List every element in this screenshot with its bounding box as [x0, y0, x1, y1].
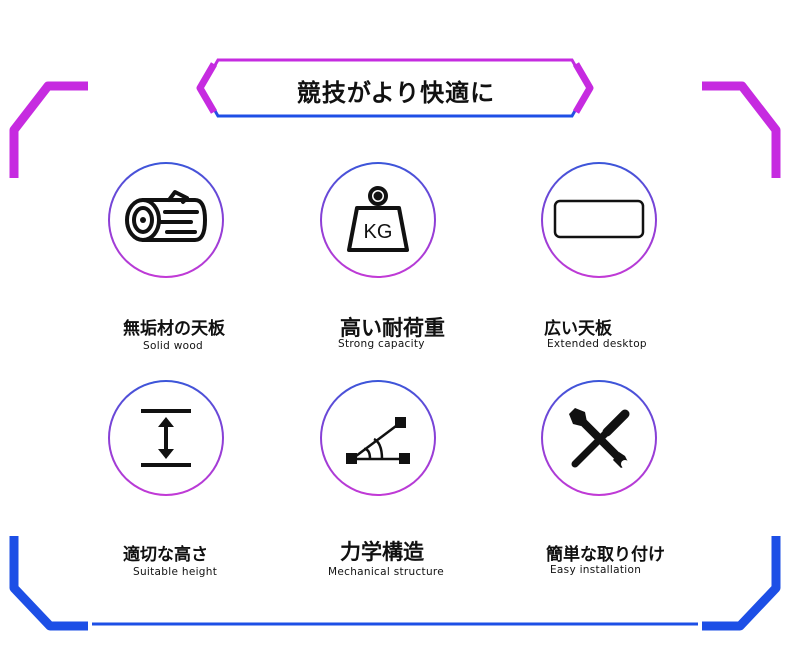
feature-icon-circle: [108, 380, 224, 496]
feature-label-jp: 高い耐荷重: [340, 316, 445, 340]
kg-weight-icon: KG: [347, 186, 409, 252]
feature-label-en: Solid wood: [143, 340, 204, 352]
feature-label-en: Easy installation: [550, 564, 642, 576]
feature-label-jp: 力学構造: [340, 540, 424, 564]
feature-label-jp: 適切な高さ: [123, 545, 208, 565]
log-icon: [125, 190, 207, 242]
page-title: 競技がより快適に: [296, 78, 496, 107]
feature-icon-circle: [320, 380, 436, 496]
feature-label-jp: 広い天板: [544, 319, 612, 339]
desktop-rectangle-icon: [553, 199, 645, 239]
feature-label-en: Suitable height: [133, 566, 218, 578]
feature-label-en: Mechanical structure: [328, 566, 445, 578]
feature-icon-circle: [541, 162, 657, 278]
feature-icon-circle: [541, 380, 657, 496]
feature-label-en: Strong capacity: [338, 338, 425, 350]
tools-icon: [569, 408, 630, 468]
svg-text:KG: KG: [364, 221, 393, 243]
feature-label-jp: 簡単な取り付け: [546, 545, 665, 565]
feature-icon-circle: [108, 162, 224, 278]
feature-label-en: Extended desktop: [547, 338, 647, 350]
feature-label-jp: 無垢材の天板: [123, 319, 225, 339]
feature-icon-circle: KG: [320, 162, 436, 278]
height-arrow-icon: [141, 409, 191, 467]
angle-structure-icon: [346, 417, 410, 464]
